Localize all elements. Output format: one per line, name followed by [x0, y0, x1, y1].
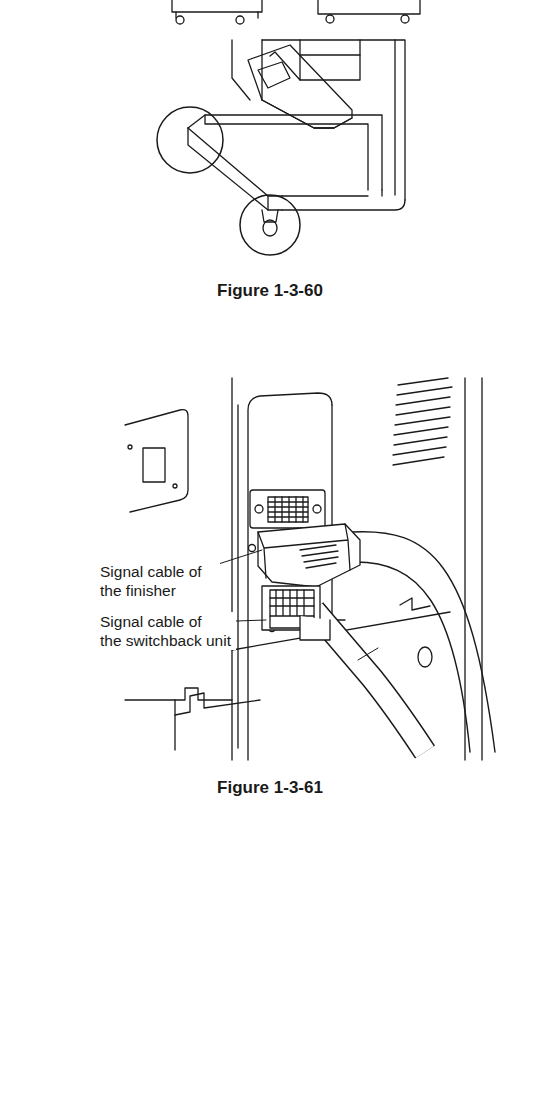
figure-caption: Figure 1-3-61: [0, 778, 540, 798]
drawing-stroke: [175, 693, 260, 715]
drawing-stroke: [125, 688, 232, 700]
drawing-stroke: [125, 410, 188, 512]
drawing-stroke: [188, 128, 282, 196]
drawing-stroke: [401, 15, 409, 23]
drawing-stroke: [255, 505, 263, 513]
drawing-stroke: [381, 190, 382, 196]
finisher-body: [232, 40, 405, 200]
drawing-stroke: [240, 195, 300, 255]
drawing-stroke: [268, 497, 308, 522]
drawing-stroke: [313, 505, 321, 513]
drawing-stroke: [300, 616, 330, 640]
drawing-stroke: [258, 524, 350, 578]
drawing-stroke: [267, 196, 268, 210]
drawing-stroke: [173, 484, 177, 488]
drawing-stroke: [258, 62, 290, 88]
drawing-stroke: [326, 15, 334, 23]
drawing-stroke: [394, 40, 395, 195]
machine-base: [172, 0, 420, 24]
drawing-stroke: [465, 378, 482, 760]
drawing-stroke: [250, 490, 325, 528]
drawing-stroke: [358, 648, 378, 660]
drawing-stroke: [236, 16, 244, 24]
callout-label: Signal cable of the finisher: [100, 562, 220, 600]
drawing-stroke: [172, 0, 262, 12]
drawing-stroke: [352, 532, 495, 752]
drawing-stroke: [188, 128, 282, 210]
drawing-stroke: [143, 448, 165, 482]
drawing-stroke: [268, 497, 308, 522]
drawing-stroke: [237, 405, 238, 748]
drawing-stroke: [176, 16, 184, 24]
drawing-stroke: [263, 220, 277, 236]
callout-label: Signal cable of the switchback unit: [100, 612, 236, 650]
drawing-stroke: [176, 12, 258, 18]
drawing-stroke: [270, 590, 314, 616]
drawing-stroke: [270, 52, 300, 80]
drawing-stroke: [258, 524, 360, 587]
drawing-stroke: [128, 445, 132, 449]
drawing-stroke: [332, 405, 345, 620]
drawing-stroke: [282, 196, 405, 210]
drawing-stroke: [300, 54, 360, 55]
drawing-stroke: [318, 0, 420, 14]
figure-caption: Figure 1-3-60: [0, 281, 540, 301]
drawing-stroke: [300, 40, 360, 80]
drawing-stroke: [400, 598, 430, 610]
drawing-stroke: [418, 647, 432, 667]
cables: [258, 524, 495, 752]
drawing-stroke: [300, 545, 338, 568]
stand-frame: [157, 107, 405, 255]
drawing-stroke: [157, 107, 223, 173]
drawing-stroke: [393, 378, 452, 465]
drawing-stroke: [249, 545, 256, 552]
